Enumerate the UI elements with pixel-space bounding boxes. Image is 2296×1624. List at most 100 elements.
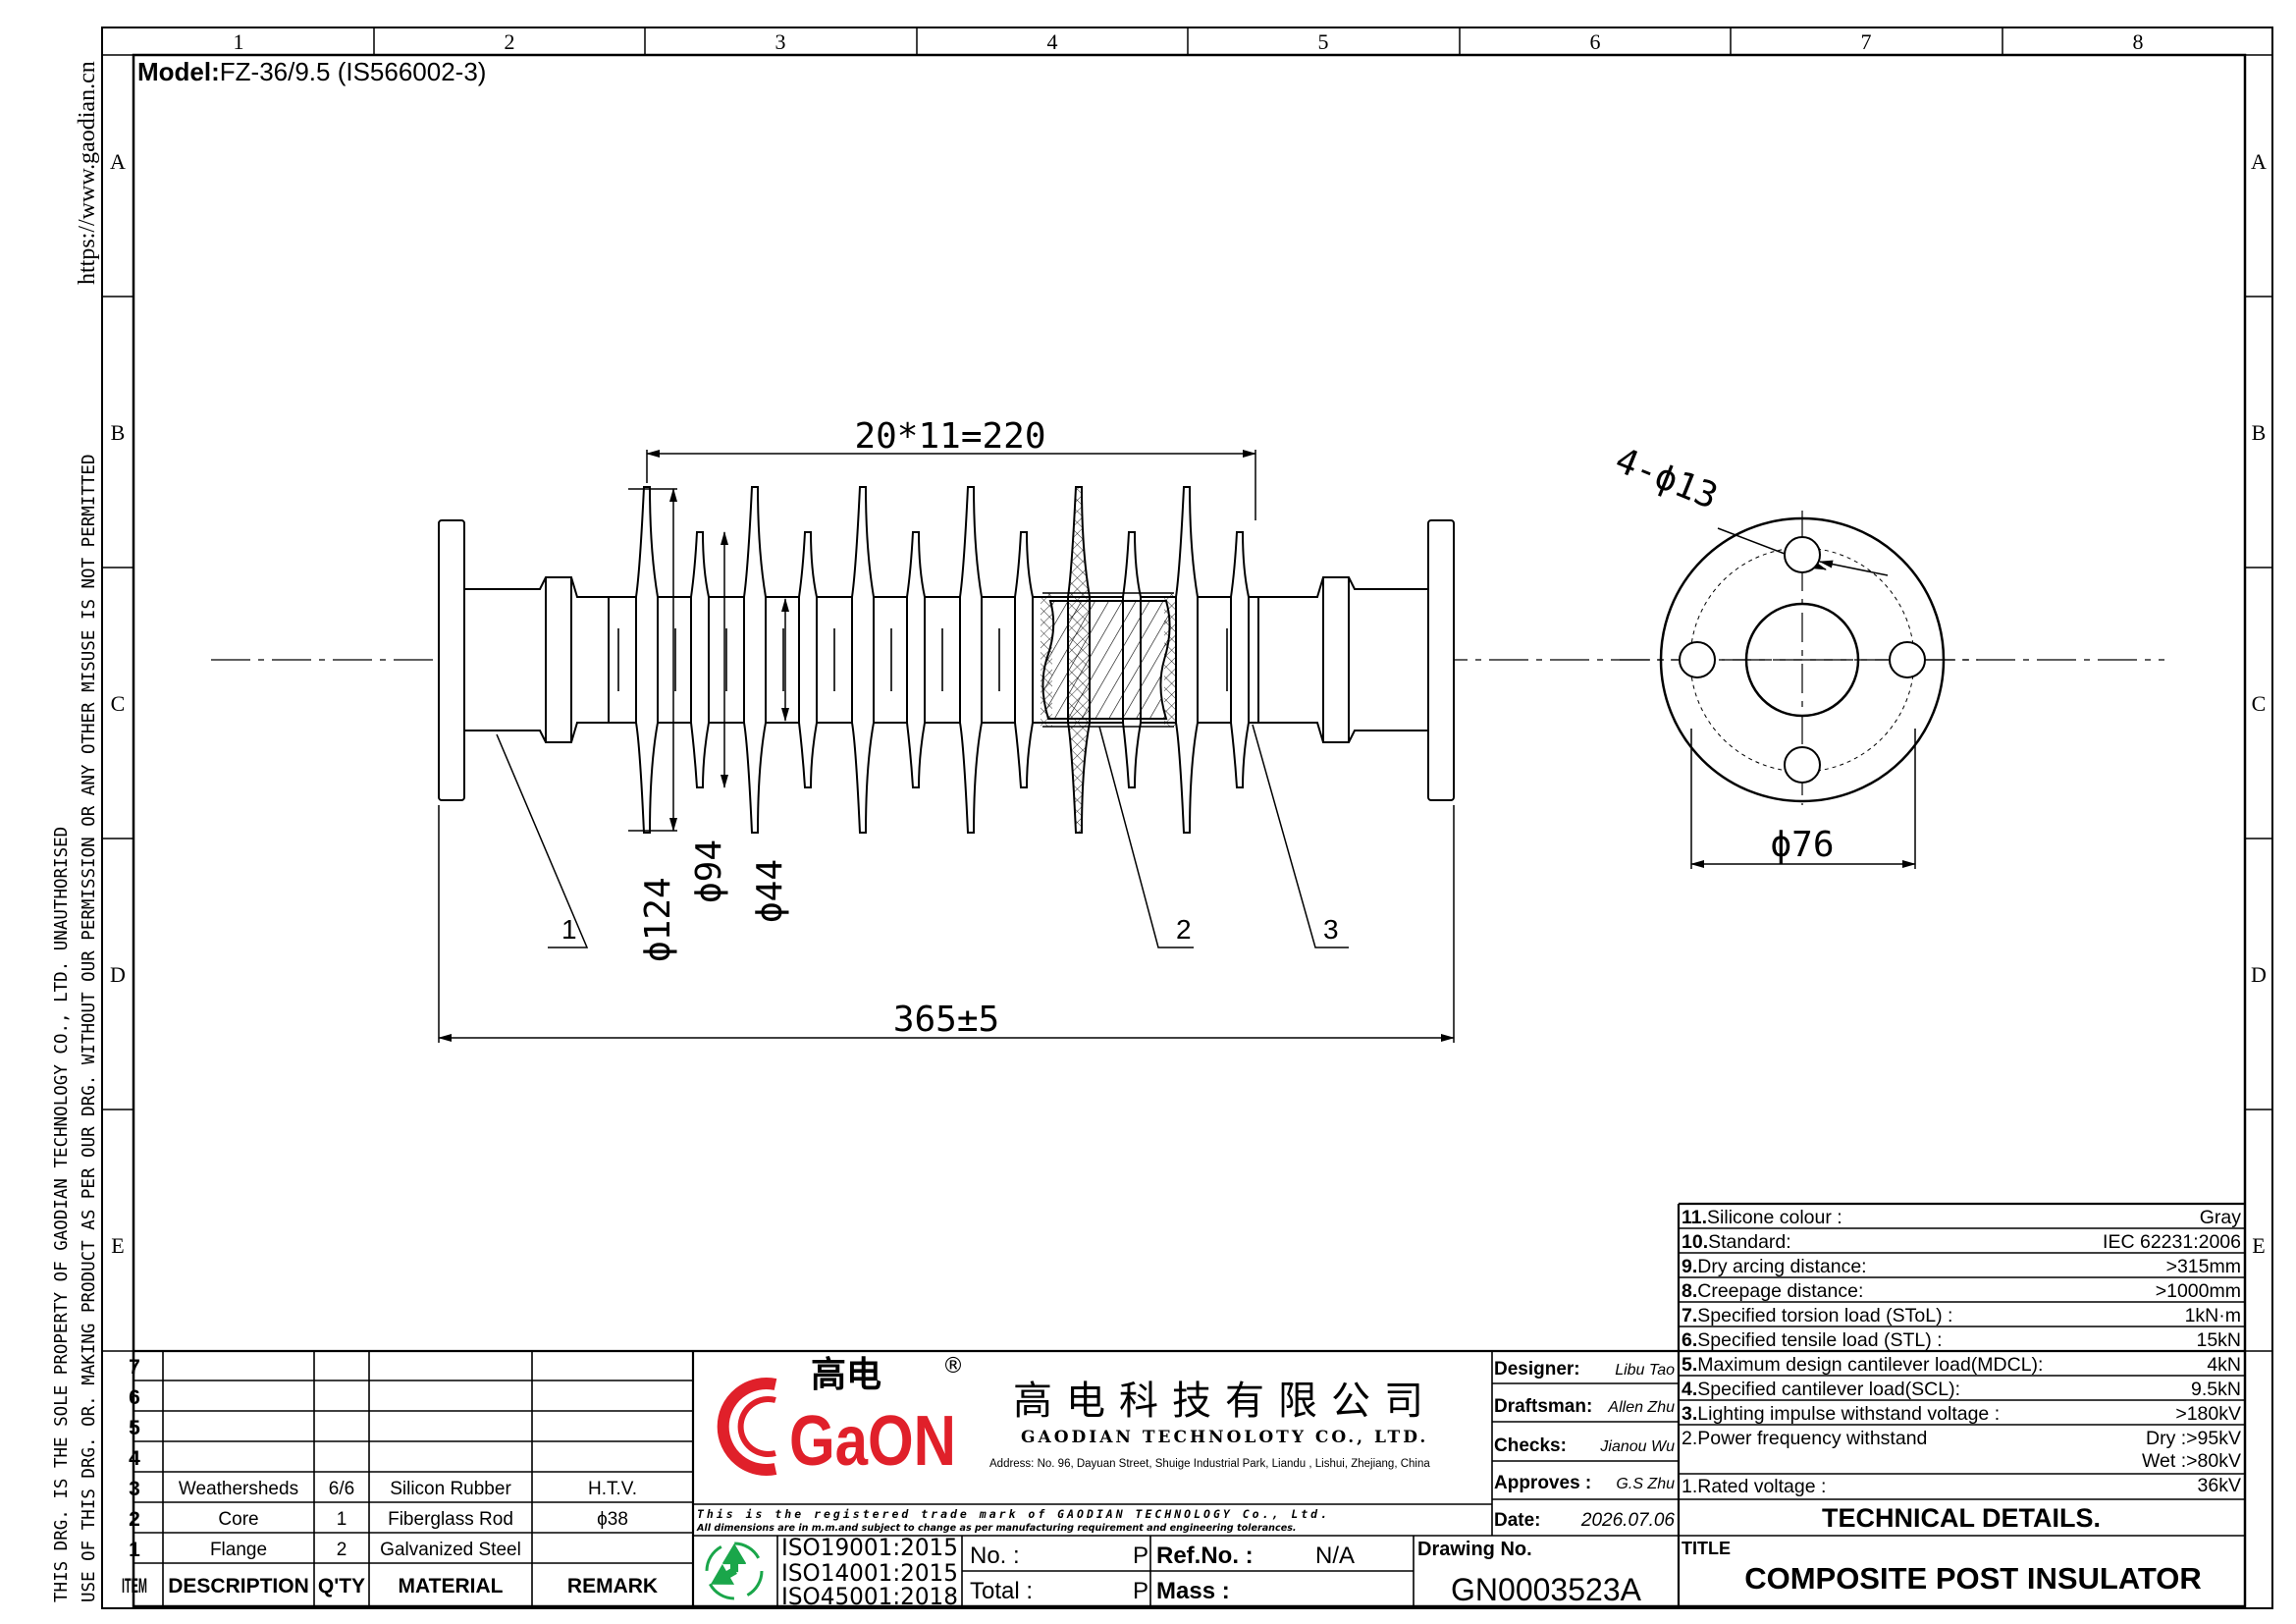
bom-item: 3 bbox=[129, 1478, 140, 1500]
callout-1: 1 bbox=[561, 914, 577, 945]
logo-wordmark: GaON bbox=[789, 1402, 956, 1481]
core-section bbox=[1041, 600, 1171, 720]
bom-item: 5 bbox=[129, 1417, 140, 1439]
mass-label: Mass : bbox=[1156, 1578, 1230, 1604]
diameter-44: ϕ44 bbox=[750, 859, 790, 923]
grid-labels: 1 2 3 4 5 6 7 8 A B C D E A B C D E bbox=[110, 29, 2267, 1258]
tech-row-number: 9. bbox=[1682, 1256, 1697, 1277]
tech-row-text: Dry arcing distance: bbox=[1697, 1256, 1866, 1277]
diameter-94: ϕ94 bbox=[689, 839, 729, 903]
tech-row-value: >180kV bbox=[2175, 1403, 2241, 1425]
tech-power-frequency: 2.Power frequency withstand bbox=[1682, 1428, 1927, 1449]
bom-item: 6 bbox=[129, 1386, 140, 1409]
bom-item: 4 bbox=[129, 1447, 140, 1470]
bom-item: 2 bbox=[129, 1508, 140, 1531]
length-dimension: 365±5 bbox=[893, 1000, 999, 1040]
tech-row-number: 7. bbox=[1682, 1305, 1697, 1326]
drawing-title: COMPOSITE POST INSULATOR bbox=[1744, 1561, 2202, 1596]
dimension-note: All dimensions are in m.m.and subject to… bbox=[696, 1523, 1297, 1534]
notice-text-line1: THIS DRG. IS THE SOLE PROPERTY OF GAODIA… bbox=[52, 827, 72, 1602]
bom-header-qty: Q'TY bbox=[318, 1575, 365, 1597]
model-value: FZ-36/9.5 (IS566002-3) bbox=[220, 57, 487, 86]
drawing-no-label: Drawing No. bbox=[1417, 1539, 1532, 1560]
bom-header-remark: REMARK bbox=[567, 1575, 658, 1597]
tech-row-number: 6. bbox=[1682, 1329, 1697, 1351]
tech-row-value: Gray bbox=[2200, 1207, 2242, 1228]
bom-item: 7 bbox=[129, 1356, 140, 1379]
checks-name: Jianou Wu bbox=[1599, 1438, 1675, 1455]
tech-row-label: 11.Silicone colour : bbox=[1682, 1207, 1842, 1228]
bom-qty: 2 bbox=[337, 1540, 347, 1560]
date-label: Date: bbox=[1494, 1510, 1541, 1531]
row-label: C bbox=[2252, 691, 2267, 716]
tech-row-number: 8. bbox=[1682, 1280, 1697, 1302]
row-label: B bbox=[2252, 420, 2267, 445]
ref-no-label: Ref.No. : bbox=[1156, 1543, 1254, 1569]
technical-details: 11.Silicone colour :Gray10.Standard:IEC … bbox=[1682, 1207, 2241, 1596]
tech-pf-wet: Wet :>80kV bbox=[2142, 1450, 2241, 1472]
bom-desc: Flange bbox=[210, 1540, 267, 1560]
tech-row-label: 7.Specified torsion load (SToL) : bbox=[1682, 1305, 1952, 1326]
website-text: https://www.gaodian.cn bbox=[75, 61, 100, 285]
callout-3: 3 bbox=[1323, 914, 1339, 945]
col-label: 4 bbox=[1047, 29, 1058, 54]
callout-2: 2 bbox=[1176, 914, 1192, 945]
col-label: 1 bbox=[234, 29, 244, 54]
bom-header-description: DESCRIPTION bbox=[168, 1575, 309, 1597]
registered-mark: ® bbox=[942, 1354, 964, 1379]
date-value: 2026.07.06 bbox=[1580, 1510, 1676, 1531]
tech-row-label: 9.Dry arcing distance: bbox=[1682, 1256, 1867, 1277]
bom-material: Fiberglass Rod bbox=[388, 1509, 513, 1530]
sheet-info: No. : P Total : P Ref.No. : N/A Mass : bbox=[970, 1543, 1355, 1604]
bom-header-material: MATERIAL bbox=[399, 1575, 504, 1597]
tech-row-value: 1kN·m bbox=[2185, 1305, 2241, 1326]
row-label: E bbox=[111, 1233, 124, 1258]
designer-name: Libu Tao bbox=[1615, 1362, 1675, 1379]
bom-table: 7 6 5 4 3 2 1 Weathersheds 6/6 Silicon R… bbox=[122, 1356, 658, 1597]
bom-material: Silicon Rubber bbox=[390, 1479, 511, 1499]
col-label: 7 bbox=[1861, 29, 1872, 54]
sheet-total-p: P bbox=[1133, 1578, 1148, 1604]
col-label: 6 bbox=[1590, 29, 1601, 54]
row-label: E bbox=[2252, 1233, 2265, 1258]
bom-header-item: ITEM bbox=[122, 1575, 147, 1597]
flange-right bbox=[1427, 519, 1455, 801]
tech-row-label: 8.Creepage distance: bbox=[1682, 1280, 1863, 1302]
sheet-no-p: P bbox=[1133, 1543, 1148, 1569]
callout-numbers: 1 2 3 bbox=[561, 914, 1339, 945]
company-name-cn: 高电科技有限公司 bbox=[1013, 1379, 1437, 1424]
col-label: 8 bbox=[2133, 29, 2144, 54]
tech-rated-voltage: 1.Rated voltage : bbox=[1682, 1476, 1826, 1497]
bom-desc: Weathersheds bbox=[179, 1479, 298, 1499]
tech-row-text: Creepage distance: bbox=[1697, 1280, 1863, 1302]
ref-no-value: N/A bbox=[1315, 1543, 1355, 1569]
row-label: D bbox=[2251, 962, 2267, 987]
bom-material: Galvanized Steel bbox=[380, 1540, 521, 1560]
holes-dimension: 4-ϕ13 bbox=[1610, 440, 1724, 517]
small-sheds bbox=[690, 531, 1250, 788]
tech-row-number: 3. bbox=[1682, 1403, 1697, 1425]
tech-row-text: Lighting impulse withstand voltage : bbox=[1697, 1403, 2000, 1425]
draftsman-label: Draftsman: bbox=[1494, 1396, 1592, 1417]
pitch-dimension: 20*11=220 bbox=[854, 416, 1045, 457]
col-label: 2 bbox=[505, 29, 515, 54]
bom-qty: 1 bbox=[337, 1509, 347, 1530]
tech-row-value: 9.5kN bbox=[2191, 1379, 2241, 1400]
tech-row-label: 10.Standard: bbox=[1682, 1231, 1791, 1253]
notice-text-line2: USE OF THIS DRG. OR. MAKING PRODUCT AS P… bbox=[80, 455, 99, 1602]
dimension-lines bbox=[438, 450, 1916, 1043]
dimension-texts: 20*11=220 365±5 ϕ124 ϕ94 ϕ44 4-ϕ13 ϕ76 bbox=[638, 416, 1835, 1040]
diameter-124: ϕ124 bbox=[638, 877, 678, 962]
logo-arc-inner bbox=[737, 1396, 776, 1457]
drawing-frame bbox=[101, 27, 2273, 1609]
tech-row-number: 11. bbox=[1682, 1207, 1707, 1228]
flange-end-view bbox=[1620, 511, 1978, 805]
title-label: TITLE bbox=[1682, 1539, 1731, 1558]
tech-row-value: >315mm bbox=[2166, 1256, 2241, 1277]
tech-row-number: 5. bbox=[1682, 1354, 1697, 1376]
tech-rated-value: 36kV bbox=[2198, 1475, 2241, 1496]
tech-row-label: 4.Specified cantilever load(SCL): bbox=[1682, 1379, 1960, 1400]
drawing-no: GN0003523A bbox=[1451, 1572, 1642, 1607]
signoff-block: Designer: Draftsman: Checks: Approves : … bbox=[1494, 1359, 1675, 1531]
